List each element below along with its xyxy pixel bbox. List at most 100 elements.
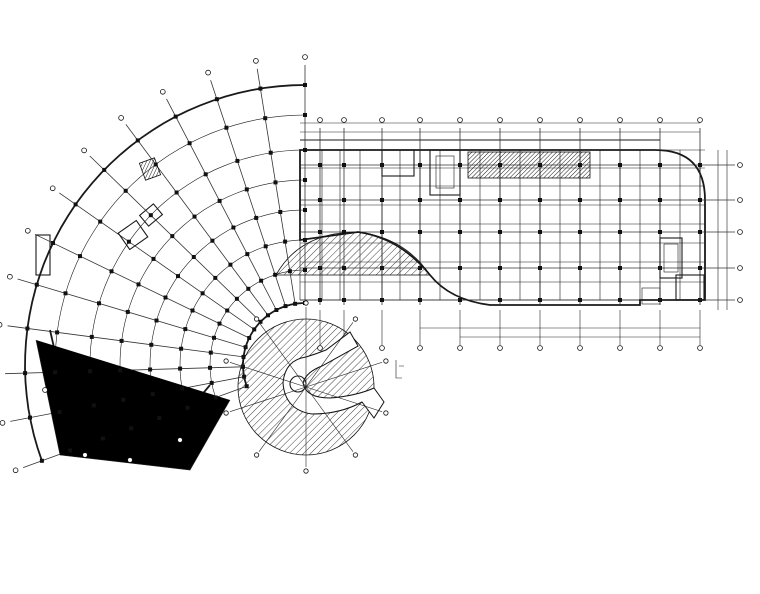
column	[618, 230, 622, 234]
column	[618, 298, 622, 302]
column	[126, 239, 131, 244]
column	[89, 334, 94, 339]
column	[458, 198, 462, 202]
column	[303, 268, 307, 272]
column	[148, 367, 153, 372]
column	[129, 426, 134, 431]
axis-bubble	[81, 147, 87, 154]
block-columns	[318, 163, 702, 302]
column	[91, 403, 96, 408]
axis-bubble	[577, 117, 583, 123]
column	[157, 416, 162, 420]
axis-bubble	[737, 297, 743, 303]
circular-ramp	[223, 300, 389, 474]
column	[154, 318, 159, 323]
ramp-radial-line	[305, 362, 383, 388]
axis-bubble	[497, 345, 503, 351]
column	[618, 163, 622, 167]
block-dimension-lines-right	[717, 150, 728, 310]
column	[273, 180, 278, 185]
column	[63, 291, 68, 296]
axis-bubble	[0, 322, 3, 328]
column	[102, 167, 107, 172]
column	[303, 148, 307, 152]
axis-bubble	[341, 117, 347, 123]
column	[241, 354, 246, 359]
curved-wing	[0, 54, 308, 474]
column	[418, 298, 422, 302]
column	[28, 415, 32, 420]
axis-bubble	[537, 117, 543, 123]
column	[380, 198, 384, 202]
axis-bubble	[379, 117, 385, 123]
column	[101, 436, 105, 441]
column	[214, 97, 219, 102]
column	[458, 230, 462, 234]
axis-bubble	[417, 345, 423, 351]
column	[57, 410, 62, 414]
column	[231, 225, 236, 230]
ramp-radial-line	[305, 322, 354, 388]
axis-bubble	[253, 58, 259, 64]
rectangular-block	[275, 117, 743, 351]
axis-bubble	[49, 185, 56, 192]
axis-bubble	[82, 452, 88, 458]
column	[318, 198, 322, 202]
lower-right-core	[641, 287, 661, 305]
column	[191, 255, 196, 259]
column	[303, 178, 307, 182]
column	[458, 266, 462, 270]
column	[254, 215, 259, 220]
column	[283, 239, 288, 244]
wing-radial-axis	[125, 124, 269, 316]
ramp-radial-line	[258, 386, 307, 452]
wing-left-stair	[35, 234, 51, 276]
axis-bubble	[352, 452, 358, 458]
wing-tail-dimension	[35, 339, 231, 471]
column	[498, 298, 502, 302]
column	[418, 198, 422, 202]
axis-bubble	[127, 457, 133, 463]
column	[148, 213, 153, 218]
column	[538, 298, 542, 302]
column	[217, 198, 222, 203]
column	[380, 230, 384, 234]
axis-bubble	[737, 265, 743, 271]
column	[225, 308, 230, 313]
axis-bubble	[303, 300, 309, 306]
axis-bubble	[657, 117, 663, 123]
right-stair-core	[659, 237, 683, 279]
wing-radial-axis	[59, 192, 255, 330]
axis-bubble	[254, 316, 260, 322]
wing-radial-axis	[89, 155, 261, 323]
axis-bubble	[617, 117, 623, 123]
block-axis-bubbles-bottom	[317, 345, 703, 351]
axis-bubble	[379, 345, 385, 351]
wing-core	[117, 219, 149, 251]
axis-bubble	[617, 345, 623, 351]
column	[183, 327, 188, 332]
axis-bubble	[457, 117, 463, 123]
axis-bubble	[223, 410, 229, 416]
axis-bubble	[577, 345, 583, 351]
column	[51, 241, 55, 245]
column	[109, 269, 114, 274]
column	[698, 163, 702, 167]
column	[498, 266, 502, 270]
column	[187, 141, 192, 146]
column	[212, 335, 216, 340]
column	[658, 198, 662, 202]
stair-core-inner	[435, 155, 455, 189]
column	[538, 198, 542, 202]
axis-bubble	[42, 387, 48, 393]
column	[658, 163, 662, 167]
column	[97, 301, 101, 306]
column	[278, 210, 283, 214]
column	[39, 458, 44, 463]
column	[258, 86, 263, 91]
ramp-core-void	[282, 331, 385, 419]
axis-bubble	[657, 345, 663, 351]
column	[258, 319, 263, 324]
column	[234, 296, 239, 301]
ramp-radial-line	[305, 386, 383, 412]
